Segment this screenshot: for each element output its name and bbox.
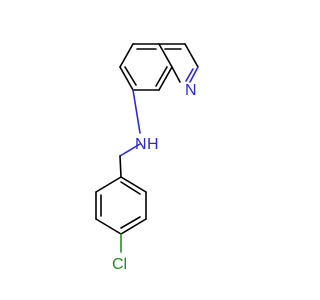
bond [132, 89, 141, 134]
amine-linker [119, 89, 141, 178]
bond [184, 43, 199, 68]
bond [119, 143, 141, 157]
bond [119, 43, 134, 68]
bond [155, 66, 168, 87]
bond [119, 155, 122, 178]
bond [189, 66, 199, 83]
bond [158, 66, 173, 91]
bond [120, 218, 147, 235]
bond [95, 176, 122, 193]
bond [185, 68, 194, 82]
bond [171, 66, 181, 83]
bond [95, 218, 122, 235]
bond [120, 216, 141, 229]
ring-nitrogen-label: N [185, 82, 197, 99]
quinoline-ring-system [119, 43, 199, 91]
chemical-structure: N N H Cl [95, 43, 199, 273]
bond [120, 181, 141, 195]
amine-hydrogen-label: H [147, 136, 159, 153]
chlorophenyl-ring [95, 176, 147, 253]
bond [158, 43, 173, 68]
bond [119, 66, 134, 91]
bond [120, 176, 147, 193]
amine-nitrogen-label: N [135, 136, 147, 153]
chlorine-label: Cl [112, 256, 127, 273]
bond [124, 66, 137, 86]
